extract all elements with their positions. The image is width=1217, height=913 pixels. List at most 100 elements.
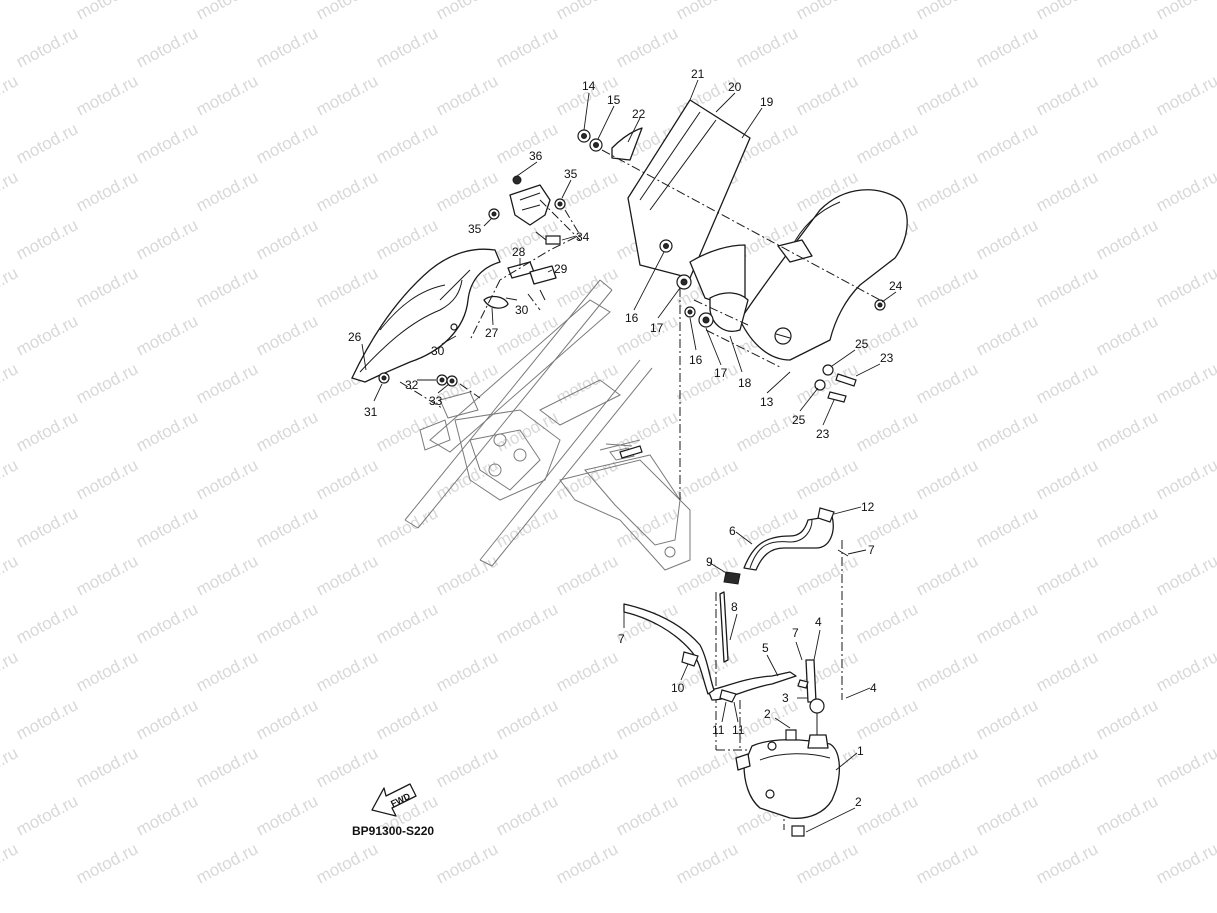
rear-frame xyxy=(404,279,691,571)
callout-34[interactable]: 34 xyxy=(576,230,590,244)
callout-11[interactable]: 11 xyxy=(732,723,745,737)
bracket-assembly xyxy=(488,175,566,245)
watermark-text: motod.ru xyxy=(13,407,81,455)
watermark-text: motod.ru xyxy=(193,71,261,119)
watermark-text: motod.ru xyxy=(0,647,21,695)
watermark-text: motod.ru xyxy=(13,599,81,647)
watermark-text: motod.ru xyxy=(193,551,261,599)
callout-15[interactable]: 15 xyxy=(607,93,621,107)
watermark-text: motod.ru xyxy=(313,71,381,119)
watermark-text: motod.ru xyxy=(433,0,501,24)
watermark-text: motod.ru xyxy=(673,359,741,407)
watermark-text: motod.ru xyxy=(913,0,981,24)
callout-24[interactable]: 24 xyxy=(889,279,903,293)
callout-30[interactable]: 30 xyxy=(515,303,529,317)
watermark-text: motod.ru xyxy=(1153,743,1217,791)
callout-11[interactable]: 11 xyxy=(712,723,725,737)
watermark-text: motod.ru xyxy=(1093,791,1161,839)
callout-3[interactable]: 3 xyxy=(782,691,789,705)
hose-clamps xyxy=(681,507,849,703)
watermark-text: motod.ru xyxy=(613,407,681,455)
callout-5[interactable]: 5 xyxy=(762,641,769,655)
watermark-text: motod.ru xyxy=(1093,23,1161,71)
callout-23[interactable]: 23 xyxy=(880,351,894,365)
watermark-text: motod.ru xyxy=(493,23,561,71)
watermark-text: motod.ru xyxy=(973,119,1041,167)
watermark-text: motod.ru xyxy=(13,695,81,743)
callout-2[interactable]: 2 xyxy=(855,795,862,809)
watermark-text: motod.ru xyxy=(73,551,141,599)
watermark-text: motod.ru xyxy=(253,791,321,839)
callout-18[interactable]: 18 xyxy=(738,376,752,390)
callout-4[interactable]: 4 xyxy=(870,681,877,695)
callout-7[interactable]: 7 xyxy=(618,632,625,646)
callout-7[interactable]: 7 xyxy=(792,626,799,640)
watermark-text: motod.ru xyxy=(1093,311,1161,359)
callout-16[interactable]: 16 xyxy=(689,353,703,367)
callout-8[interactable]: 8 xyxy=(731,600,738,614)
callout-7[interactable]: 7 xyxy=(868,543,875,557)
callout-labels: 14 15 21 20 22 19 36 35 35 34 28 29 30 2… xyxy=(348,67,903,809)
watermark-text: motod.ru xyxy=(793,839,861,887)
callout-29[interactable]: 29 xyxy=(554,262,568,276)
callout-17[interactable]: 17 xyxy=(650,321,664,335)
callout-16[interactable]: 16 xyxy=(625,311,639,325)
watermark-text: motod.ru xyxy=(0,743,21,791)
callout-21[interactable]: 21 xyxy=(691,67,705,81)
callout-19[interactable]: 19 xyxy=(760,95,774,109)
callout-22[interactable]: 22 xyxy=(632,107,646,121)
watermark-text: motod.ru xyxy=(913,839,981,887)
callout-27[interactable]: 27 xyxy=(485,326,499,340)
callout-14[interactable]: 14 xyxy=(582,79,596,93)
watermark-text: motod.ru xyxy=(1093,407,1161,455)
callout-30[interactable]: 30 xyxy=(431,344,445,358)
callout-35[interactable]: 35 xyxy=(468,222,482,236)
callout-26[interactable]: 26 xyxy=(348,330,362,344)
callout-31[interactable]: 31 xyxy=(364,405,378,419)
watermark-text: motod.ru xyxy=(133,695,201,743)
callout-33[interactable]: 33 xyxy=(429,394,443,408)
watermark-text: motod.ru xyxy=(973,503,1041,551)
side-panel-parts-19-21 xyxy=(611,99,751,279)
watermark-text: motod.ru xyxy=(493,407,561,455)
callout-25[interactable]: 25 xyxy=(855,337,869,351)
watermark-text: motod.ru xyxy=(553,839,621,887)
watermark-text: motod.ru xyxy=(433,839,501,887)
callout-12[interactable]: 12 xyxy=(861,500,875,514)
callout-35[interactable]: 35 xyxy=(564,167,578,181)
watermark-text: motod.ru xyxy=(1033,167,1101,215)
watermark-text: motod.ru xyxy=(553,551,621,599)
callout-10[interactable]: 10 xyxy=(671,681,685,695)
watermark-text: motod.ru xyxy=(433,647,501,695)
watermark-text: motod.ru xyxy=(493,695,561,743)
callout-28[interactable]: 28 xyxy=(512,245,526,259)
watermark-text: motod.ru xyxy=(1153,551,1217,599)
callout-17[interactable]: 17 xyxy=(714,366,728,380)
watermark-text: motod.ru xyxy=(1033,647,1101,695)
watermark-text: motod.ru xyxy=(0,0,21,24)
callout-13[interactable]: 13 xyxy=(760,395,774,409)
callout-20[interactable]: 20 xyxy=(728,80,742,94)
watermark-text: motod.ru xyxy=(553,0,621,24)
watermark-text: motod.ru xyxy=(373,407,441,455)
watermark-text: motod.ru xyxy=(13,215,81,263)
watermark-text: motod.ru xyxy=(373,215,441,263)
watermark-text: motod.ru xyxy=(313,455,381,503)
watermark-text: motod.ru xyxy=(73,263,141,311)
callout-23[interactable]: 23 xyxy=(816,427,830,441)
callout-9[interactable]: 9 xyxy=(706,555,713,569)
callout-6[interactable]: 6 xyxy=(729,524,736,538)
watermark-text: motod.ru xyxy=(133,407,201,455)
callout-2[interactable]: 2 xyxy=(764,707,771,721)
callout-32[interactable]: 32 xyxy=(405,378,419,392)
watermark-text: motod.ru xyxy=(493,599,561,647)
callout-1[interactable]: 1 xyxy=(857,744,864,758)
callout-25[interactable]: 25 xyxy=(792,413,806,427)
callout-36[interactable]: 36 xyxy=(529,149,543,163)
watermark-text: motod.ru xyxy=(1093,695,1161,743)
watermark-text: motod.ru xyxy=(13,23,81,71)
watermark-text: motod.ru xyxy=(553,359,621,407)
callout-4[interactable]: 4 xyxy=(815,615,822,629)
